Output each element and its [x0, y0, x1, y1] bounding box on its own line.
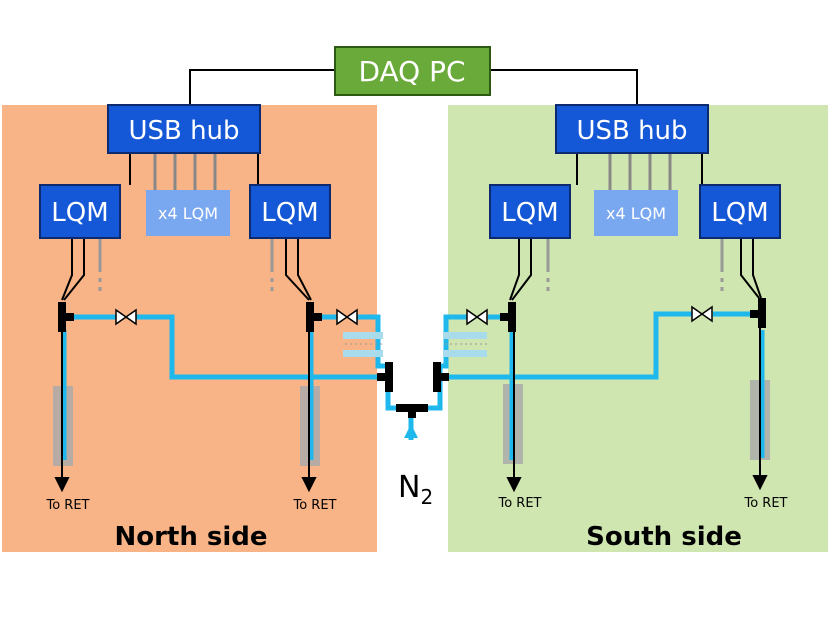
north-side-label: North side — [114, 522, 267, 552]
n2-inlet-arrow — [404, 424, 418, 438]
n2-label-sub: 2 — [420, 485, 433, 509]
n2-pipes — [61, 311, 765, 460]
south-side-label: South side — [586, 522, 742, 552]
daq-pc-label: DAQ PC — [358, 55, 465, 88]
usb-hub-south — [555, 104, 709, 154]
lqm-to-sensor-cables — [61, 238, 762, 301]
spare-channel-stubs — [98, 238, 724, 291]
filters — [343, 332, 487, 357]
hub-to-lqm-group-links — [153, 150, 672, 190]
hub-to-lqm-links — [129, 150, 703, 185]
usb-hub-north — [107, 104, 261, 154]
usb-hub-south-label: USB hub — [576, 116, 687, 146]
lqm-south-1 — [489, 184, 571, 239]
n2-label-main: N — [398, 470, 420, 505]
daq-links — [189, 69, 638, 105]
outlet-label-2: To RET — [292, 498, 336, 513]
n2-label: N2 — [398, 470, 433, 509]
lqm-north-2-label: LQM — [261, 198, 318, 228]
lqm-north-1-label: LQM — [51, 198, 108, 228]
outlet-label-3: To RET — [497, 496, 541, 511]
lqm-south-2 — [699, 184, 781, 239]
lqm-north-1 — [39, 184, 121, 239]
lqm-north-2 — [249, 184, 331, 239]
t-fittings — [58, 298, 766, 418]
outlet-arrows — [54, 326, 768, 493]
outlet-label-4: To RET — [743, 496, 787, 511]
lqm-group-north — [146, 190, 230, 236]
lqm-group-south — [594, 190, 678, 236]
outlet-label-1: To RET — [45, 498, 89, 513]
south-side-region — [448, 105, 828, 552]
lqm-south-2-label: LQM — [711, 198, 768, 228]
lqm-south-1-label: LQM — [501, 198, 558, 228]
lqm-boxes — [39, 184, 781, 239]
usb-hub-north-label: USB hub — [128, 116, 239, 146]
lqm-group-south-label: x4 LQM — [606, 204, 666, 223]
daq-pc-box — [334, 46, 491, 96]
lqm-group-north-label: x4 LQM — [158, 204, 218, 223]
valves — [115, 305, 713, 326]
